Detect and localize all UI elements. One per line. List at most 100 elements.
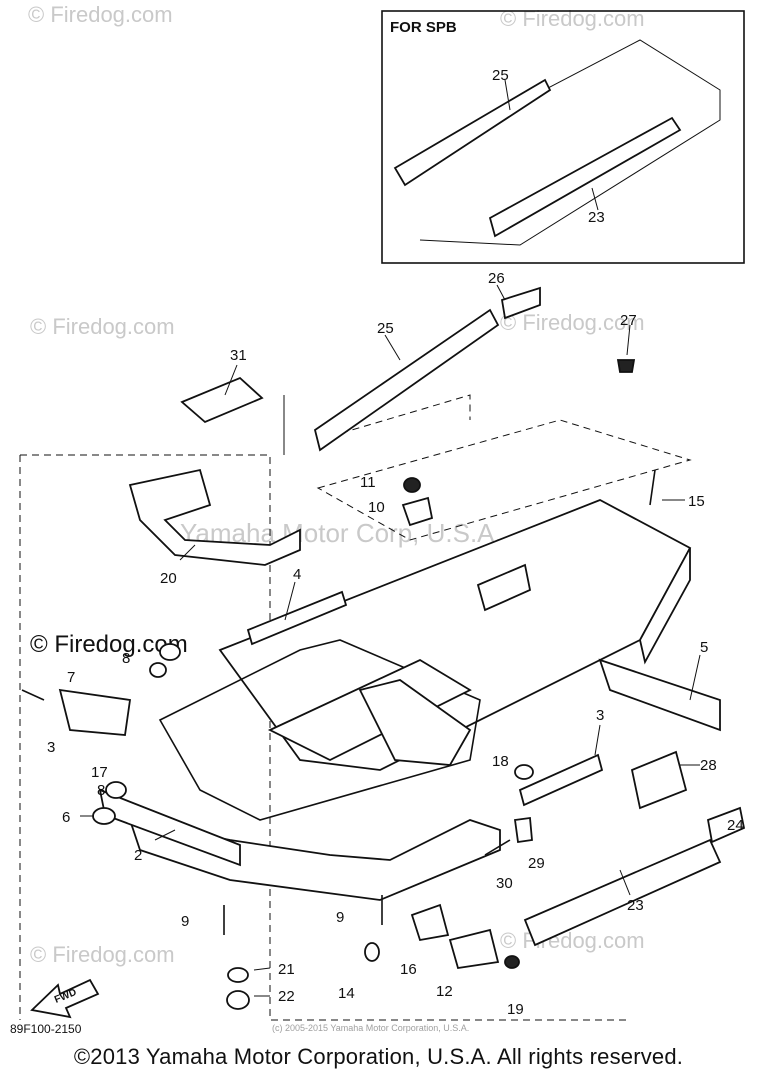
leader-line — [253, 967, 271, 971]
watermark-brand: © Firedog.com — [30, 942, 175, 967]
diagram-code: 89F100-2150 — [10, 1022, 82, 1036]
inset-frame — [381, 10, 745, 264]
leader-line — [594, 724, 601, 756]
collar-14 — [364, 942, 380, 962]
watermark-brand: © Firedog.com — [500, 6, 645, 31]
side-strip-23 — [523, 838, 722, 947]
callout-10: 10 — [368, 499, 385, 516]
front-bar-2 — [98, 788, 241, 867]
callout-9-left: 9 — [181, 913, 189, 930]
watermark-brand: © Firedog.com — [500, 310, 645, 335]
leader-line — [619, 869, 631, 896]
seat-strip-lower — [488, 116, 682, 238]
copyright-notice: ©2013 Yamaha Motor Corporation, U.S.A. A… — [73, 1044, 684, 1069]
callout-5: 5 — [700, 639, 708, 656]
callout-16: 16 — [400, 961, 417, 978]
callout-8-upper: 8 — [122, 650, 130, 667]
callout-3-left: 3 — [47, 739, 55, 756]
steering-post — [358, 679, 472, 766]
frame-assembly — [128, 499, 746, 947]
engine-cradle — [158, 639, 481, 821]
rail-3-right — [518, 753, 604, 807]
nut-22 — [226, 990, 250, 1010]
bracket-10 — [401, 496, 434, 527]
callout-28: 28 — [700, 757, 717, 774]
callout-9-right: 9 — [336, 909, 344, 926]
plate-12 — [448, 928, 500, 970]
seat-strip-upper — [393, 78, 552, 187]
pad-16 — [410, 903, 450, 942]
leader-line — [284, 581, 296, 621]
callout-26: 26 — [488, 270, 505, 287]
collar-6 — [92, 807, 116, 825]
watermark-brand: © Firedog.com — [30, 314, 175, 339]
callout-31: 31 — [230, 347, 247, 364]
callout-19: 19 — [507, 1001, 524, 1018]
callout-25-inset: 25 — [492, 67, 509, 84]
callout-20: 20 — [160, 570, 177, 587]
plate-17 — [58, 688, 132, 736]
seat-strip-25 — [313, 308, 500, 452]
leader-line — [504, 79, 511, 111]
washer-21 — [227, 967, 249, 983]
rivet-7 — [21, 689, 45, 701]
callout-6: 6 — [62, 809, 70, 826]
callout-7: 7 — [67, 669, 75, 686]
nut-11 — [403, 477, 421, 493]
bumper-20 — [128, 468, 301, 566]
callout-23: 23 — [627, 897, 644, 914]
label-28 — [630, 750, 688, 810]
bracket — [476, 563, 532, 612]
inset-for-spb: FOR SPB 25 23 — [381, 10, 745, 264]
callout-23-inset: 23 — [588, 209, 605, 226]
inset-label: FOR SPB — [390, 19, 457, 36]
callout-2: 2 — [134, 847, 142, 864]
seat-emblem-26 — [500, 286, 541, 320]
callout-30: 30 — [496, 875, 513, 892]
seat-plane-dashed — [316, 419, 692, 541]
callout-29: 29 — [528, 855, 545, 872]
callout-11: 11 — [360, 474, 376, 491]
tunnel-side — [639, 547, 691, 665]
screw-30 — [484, 839, 511, 856]
callout-21: 21 — [278, 961, 295, 978]
callout-24: 24 — [727, 817, 744, 834]
leader-lines — [80, 284, 701, 997]
callout-22: 22 — [278, 988, 295, 1005]
leader-line — [224, 364, 238, 396]
callout-12: 12 — [436, 983, 453, 1000]
seat-outline — [394, 39, 721, 246]
leader-line — [626, 324, 631, 356]
subassembly-boundary — [20, 454, 630, 1021]
plug-27 — [616, 359, 636, 373]
leader-line — [591, 187, 599, 211]
callout-15: 15 — [688, 493, 705, 510]
callout-18: 18 — [492, 753, 509, 770]
rear-bar-5 — [598, 658, 721, 732]
rail-4 — [246, 590, 348, 646]
seat-plane-dashed — [317, 394, 471, 441]
watermark-brand: © Firedog.com — [28, 2, 173, 27]
leader-line — [689, 654, 701, 701]
clip-29 — [513, 816, 533, 844]
forward-arrow: FWD — [30, 978, 100, 1019]
callout-14: 14 — [338, 985, 355, 1002]
leader-line — [496, 284, 506, 301]
callout-25: 25 — [377, 320, 394, 337]
grommet-8 — [105, 781, 127, 799]
grommet-8 — [149, 662, 167, 678]
watermark-credit: (c) 2005-2015 Yamaha Motor Corporation, … — [272, 1023, 469, 1033]
leader-line — [384, 334, 401, 361]
seat-area — [180, 286, 692, 541]
collar-18 — [514, 764, 534, 780]
callout-3-right: 3 — [596, 707, 604, 724]
fwd-arrow-icon — [30, 978, 100, 1019]
callout-labels: 26 25 31 27 11 10 15 20 4 8 5 7 3 17 3 2… — [10, 270, 744, 1036]
callout-4: 4 — [293, 566, 301, 583]
callout-17: 17 — [91, 764, 108, 781]
label-31 — [180, 376, 264, 424]
grommet-8 — [159, 643, 181, 661]
leader-line — [179, 544, 196, 561]
